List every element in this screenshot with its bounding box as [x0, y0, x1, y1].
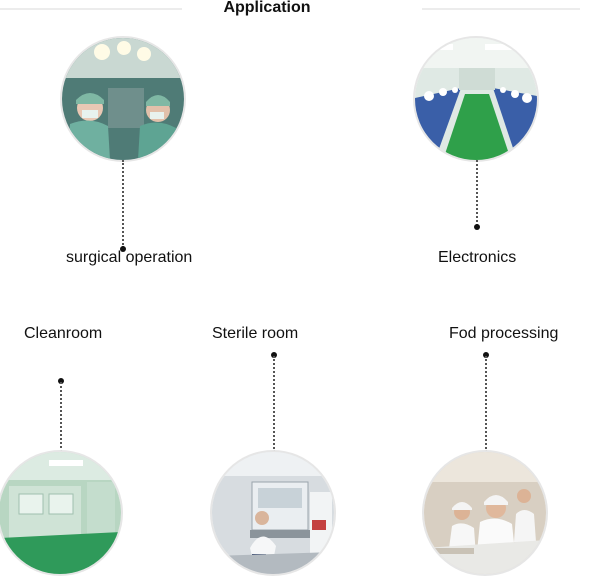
sterile-room-photo — [212, 452, 334, 574]
surgery-photo — [62, 38, 184, 160]
title-rule-right — [422, 8, 580, 10]
connector-line-cleanroom — [60, 382, 62, 452]
connector-line-food — [485, 356, 487, 452]
connector-dot-sterile — [271, 352, 277, 358]
label-sterile-room: Sterile room — [212, 325, 299, 342]
label-electronics: Electronics — [438, 249, 517, 266]
connector-dot-electronics — [474, 224, 480, 230]
connector-line-surgical — [122, 160, 124, 248]
title-rule-left — [0, 8, 182, 10]
connector-dot-cleanroom — [58, 378, 64, 384]
cleanroom-photo — [0, 452, 121, 574]
electronics-factory-photo — [415, 38, 537, 160]
label-surgical-operation: surgical operation — [66, 249, 193, 266]
surgery-illustration — [62, 38, 184, 160]
label-food-processing: Fod processing — [449, 325, 559, 342]
page-title: Application — [223, 0, 311, 16]
sterile-room-illustration — [212, 452, 334, 574]
food-processing-photo — [424, 452, 546, 574]
connector-line-electronics — [476, 160, 478, 226]
electronics-illustration — [415, 38, 537, 160]
connector-dot-food — [483, 352, 489, 358]
connector-line-sterile — [273, 356, 275, 452]
cleanroom-illustration — [0, 452, 121, 574]
label-cleanroom: Cleanroom — [24, 325, 103, 342]
food-processing-illustration — [424, 452, 546, 574]
connector-dot-surgical — [120, 246, 126, 252]
